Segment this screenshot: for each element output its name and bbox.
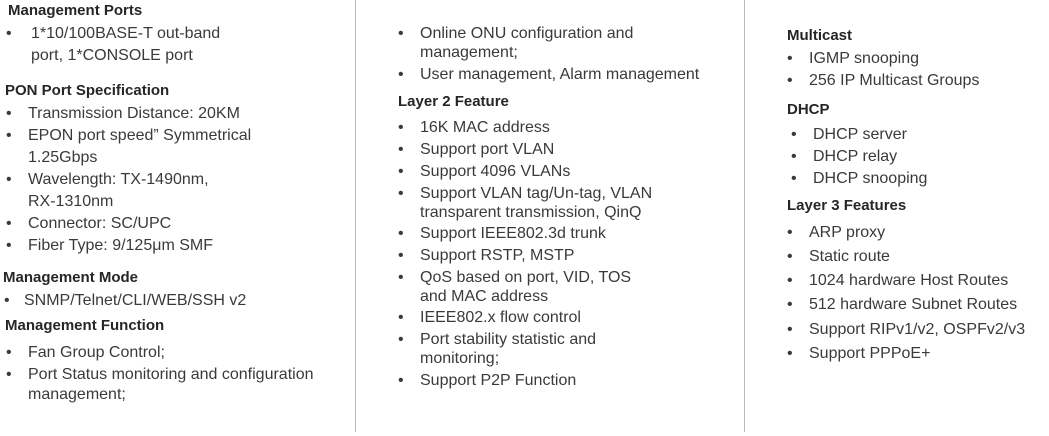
bullet-icon: •	[398, 372, 404, 389]
column-divider-2	[744, 0, 745, 432]
column-divider-1	[355, 0, 356, 432]
bullet-icon: •	[791, 148, 797, 165]
bullet-icon: •	[4, 292, 10, 309]
bullet-icon: •	[6, 127, 12, 144]
bullet-icon: •	[398, 119, 404, 136]
bullet-icon: •	[791, 170, 797, 187]
bullet-icon: •	[6, 366, 12, 383]
bullet-icon: •	[6, 237, 12, 254]
bullet-icon: •	[398, 141, 404, 158]
bullet-icon: •	[6, 25, 12, 42]
bullet-icon: •	[398, 185, 404, 202]
heading-management-function: Management Function	[5, 317, 165, 334]
bullet-icon: •	[6, 171, 12, 188]
bullet-icon: •	[398, 66, 404, 83]
bullet-icon: •	[787, 50, 793, 67]
heading-management-mode: Management Mode	[3, 269, 139, 286]
heading-dhcp: DHCP	[787, 101, 830, 118]
bullet-icon: •	[398, 225, 404, 242]
bullet-icon: •	[787, 296, 793, 313]
bullet-icon: •	[787, 321, 793, 338]
bullet-icon: •	[787, 272, 793, 289]
bullet-icon: •	[6, 215, 12, 232]
bullet-icon: •	[787, 224, 793, 241]
bullet-icon: •	[787, 72, 793, 89]
heading-layer-2-feature: Layer 2 Feature	[398, 93, 509, 110]
bullet-icon: •	[787, 248, 793, 265]
bullet-icon: •	[398, 331, 404, 348]
bullet-icon: •	[787, 345, 793, 362]
heading-pon-port-specification: PON Port Specification	[5, 82, 170, 99]
bullet-icon: •	[398, 163, 404, 180]
bullet-icon: •	[398, 309, 404, 326]
bullet-icon: •	[398, 269, 404, 286]
bullet-icon: •	[791, 126, 797, 143]
bullet-icon: •	[6, 344, 12, 361]
heading-management-ports: Management Ports	[8, 2, 143, 19]
bullet-icon: •	[398, 25, 404, 42]
heading-layer-3-features: Layer 3 Features	[787, 197, 907, 214]
heading-multicast: Multicast	[787, 27, 853, 44]
bullet-icon: •	[6, 105, 12, 122]
bullet-icon: •	[398, 247, 404, 264]
